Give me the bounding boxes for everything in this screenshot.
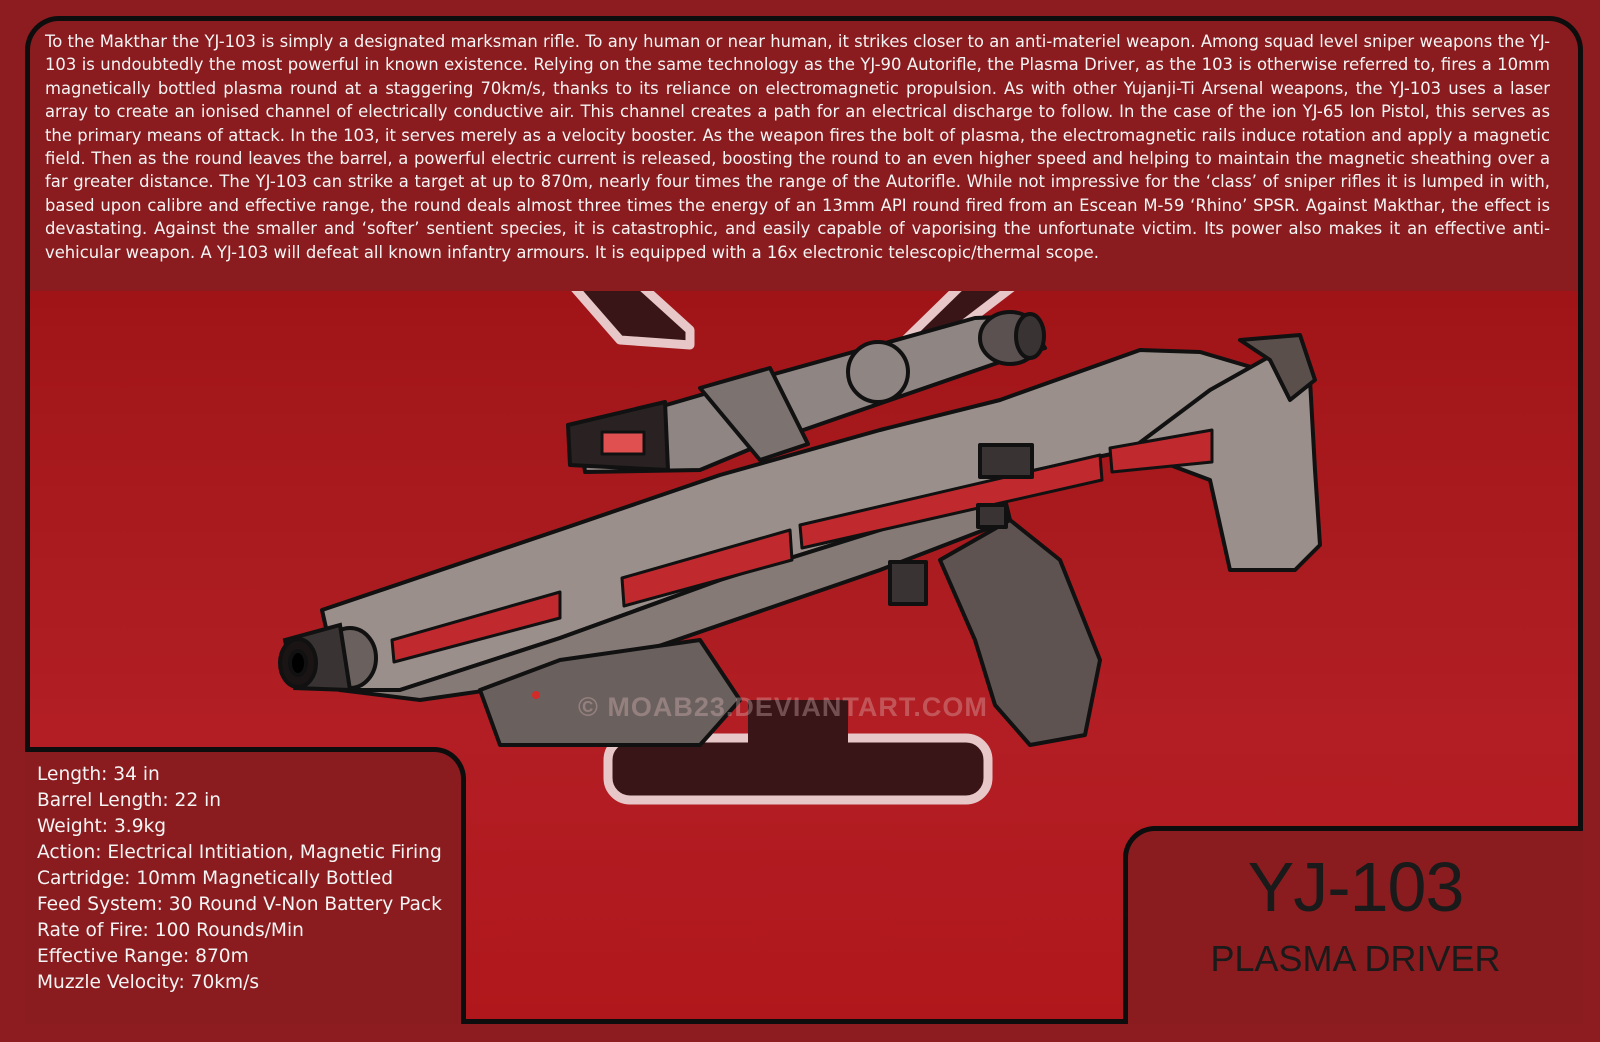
spec-action: Action: Electrical Intitiation, Magnetic… (37, 842, 442, 863)
spec-length: Length: 34 in (37, 764, 160, 785)
spec-effective-range: Effective Range: 870m (37, 946, 249, 967)
description-panel: To the Makthar the YJ-103 is simply a de… (25, 16, 1583, 291)
spec-barrel-length: Barrel Length: 22 in (37, 790, 222, 811)
name-panel: YJ-103 PLASMA DRIVER (1123, 826, 1583, 1024)
spec-feed-system: Feed System: 30 Round V-Non Battery Pack (37, 894, 442, 915)
spec-weight: Weight: 3.9kg (37, 816, 167, 837)
spec-cartridge: Cartridge: 10mm Magnetically Bottled (37, 868, 394, 889)
model-name: YJ-103 (1247, 848, 1465, 926)
specs-list: Length: 34 in Barrel Length: 22 in Weigh… (37, 762, 442, 996)
specs-panel: Length: 34 in Barrel Length: 22 in Weigh… (25, 747, 466, 1024)
watermark: © MOAB23.DEVIANTART.COM (578, 692, 988, 722)
spec-muzzle-velocity: Muzzle Velocity: 70km/s (37, 972, 260, 993)
model-subtitle: PLASMA DRIVER (1210, 938, 1501, 979)
spec-rate-of-fire: Rate of Fire: 100 Rounds/Min (37, 920, 304, 941)
description-text: To the Makthar the YJ-103 is simply a de… (45, 32, 1550, 262)
